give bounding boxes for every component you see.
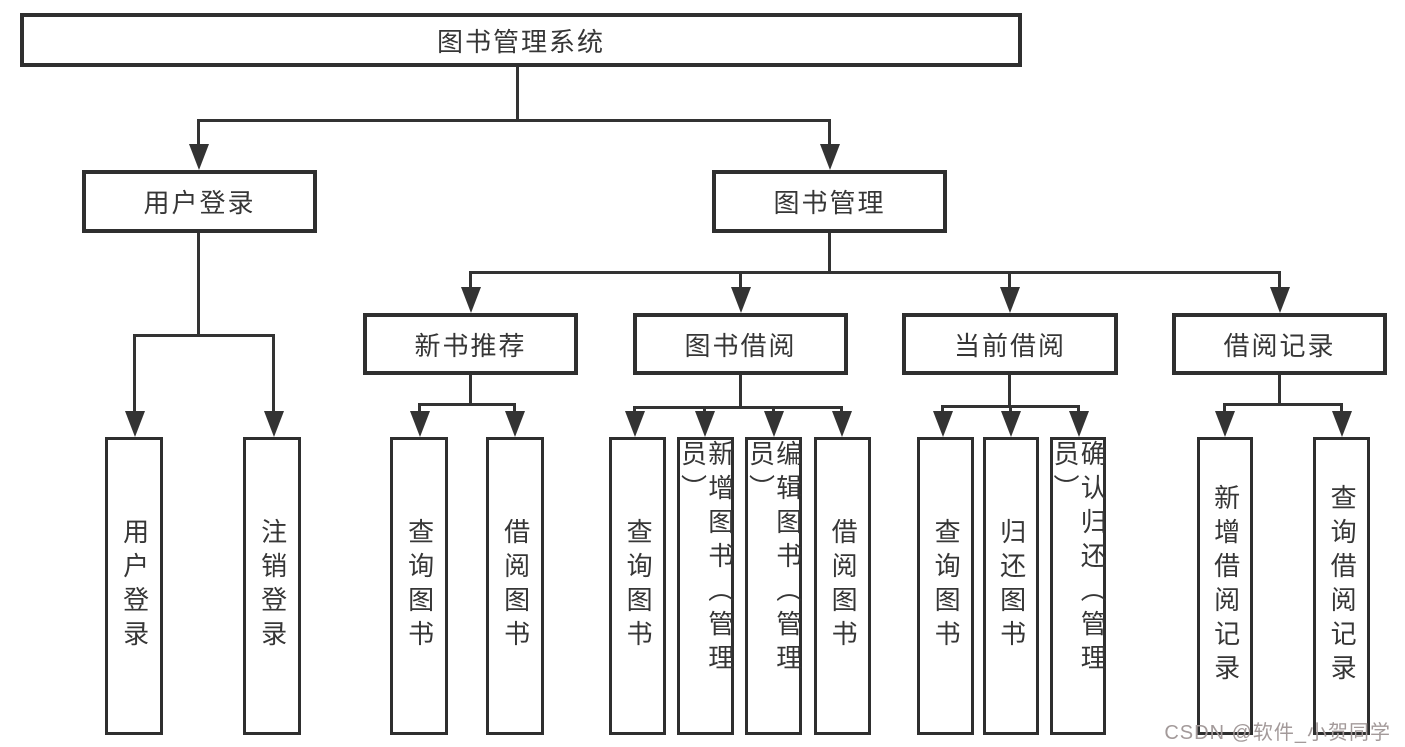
connector-stem [1008, 271, 1011, 291]
leaf-return-book: 归还图书 [983, 437, 1039, 735]
node-library-system: 图书管理系统 [20, 13, 1022, 67]
node-label: 图书管理 [773, 188, 886, 218]
node-user-login: 用户登录 [82, 170, 317, 233]
arrow-down-icon [189, 144, 209, 170]
connector-stem [1077, 405, 1080, 413]
arrow-down-icon [264, 411, 284, 437]
connector-stem [772, 406, 775, 413]
leaf-label: 用户登录 [119, 518, 150, 654]
arrow-down-icon [410, 411, 430, 437]
arrow-down-icon [1215, 411, 1235, 437]
leaf-add-book-admin: 新增图书（管理员） [677, 437, 735, 735]
connector-stem [1009, 405, 1012, 413]
connector-stem [1223, 403, 1226, 413]
node-label: 图书管理系统 [436, 26, 605, 57]
node-label: 借阅记录 [1223, 330, 1336, 361]
connector-stem [1278, 271, 1281, 291]
leaf-confirm-return-admin: 确认归还（管理员） [1050, 437, 1108, 735]
node-borrow-records: 借阅记录 [1172, 313, 1387, 375]
leaf-label: 新增图书（管理员） [677, 440, 735, 678]
connector-stem [633, 406, 636, 413]
node-book-borrow: 图书借阅 [633, 313, 848, 375]
connector-stem [840, 406, 843, 413]
connector-stem [469, 375, 472, 406]
leaf-label: 查询借阅记录 [1327, 484, 1358, 688]
connector-stem-user-login [197, 119, 200, 147]
node-book-management: 图书管理 [712, 170, 947, 233]
arrow-down-icon [461, 287, 481, 313]
connector-stem [272, 334, 275, 413]
connector-root-stem [516, 67, 519, 120]
connector-user-login-stem [197, 233, 200, 337]
arrow-down-icon [731, 287, 751, 313]
node-label: 图书借阅 [684, 330, 797, 361]
connector-stem [739, 271, 742, 291]
connector-user-login-bus [133, 334, 275, 337]
leaf-borrow-book: 借阅图书 [814, 437, 871, 735]
leaf-label: 查询图书 [623, 518, 654, 654]
connector-stem [1008, 375, 1011, 408]
arrow-down-icon [764, 411, 784, 437]
node-label: 用户登录 [143, 188, 256, 218]
connector-bus [418, 403, 516, 406]
leaf-query-borrow-record: 查询借阅记录 [1313, 437, 1370, 735]
node-new-book-recommend: 新书推荐 [363, 313, 578, 375]
leaf-query-book-recommend: 查询图书 [390, 437, 448, 735]
connector-stem [469, 271, 472, 291]
node-current-borrow: 当前借阅 [902, 313, 1118, 375]
connector-level3-bus [469, 271, 1281, 274]
connector-bus [1223, 403, 1343, 406]
leaf-label: 借阅图书 [500, 518, 531, 654]
leaf-label: 确认归还（管理员） [1050, 440, 1108, 678]
arrow-down-icon [505, 411, 525, 437]
leaf-label: 查询图书 [404, 518, 435, 654]
connector-bus [633, 406, 843, 409]
leaf-label: 新增借阅记录 [1210, 484, 1241, 688]
arrow-down-icon [625, 411, 645, 437]
leaf-edit-book-admin: 编辑图书（管理员） [745, 437, 803, 735]
arrow-down-icon [832, 411, 852, 437]
arrow-down-icon [933, 411, 953, 437]
leaf-label: 编辑图书（管理员） [745, 440, 803, 678]
leaf-add-borrow-record: 新增借阅记录 [1197, 437, 1253, 735]
leaf-label: 借阅图书 [828, 518, 859, 654]
connector-stem [703, 406, 706, 413]
connector-stem [941, 405, 944, 413]
leaf-label: 查询图书 [931, 518, 962, 654]
connector-stem [1278, 375, 1281, 406]
connector-book-management-stem [828, 233, 831, 274]
leaf-query-book-borrow: 查询图书 [609, 437, 666, 735]
connector-stem [739, 375, 742, 409]
connector-stem [513, 403, 516, 413]
arrow-down-icon [820, 144, 840, 170]
arrow-down-icon [1270, 287, 1290, 313]
leaf-logout: 注销登录 [243, 437, 301, 735]
arrow-down-icon [1001, 411, 1021, 437]
arrow-down-icon [1332, 411, 1352, 437]
arrow-down-icon [1000, 287, 1020, 313]
arrow-down-icon [695, 411, 715, 437]
arrow-down-icon [125, 411, 145, 437]
connector-stem [1340, 403, 1343, 413]
node-label: 新书推荐 [414, 330, 527, 361]
leaf-user-login: 用户登录 [105, 437, 163, 735]
connector-stem [418, 403, 421, 413]
connector-stem [133, 334, 136, 413]
leaf-label: 注销登录 [257, 518, 288, 654]
csdn-watermark: CSDN @软件_小贺同学 [1164, 722, 1391, 744]
connector-stem-book-management [828, 119, 831, 147]
leaf-label: 归还图书 [996, 518, 1027, 654]
arrow-down-icon [1069, 411, 1089, 437]
node-label: 当前借阅 [953, 330, 1066, 361]
leaf-query-book-current: 查询图书 [917, 437, 974, 735]
leaf-borrow-book-recommend: 借阅图书 [486, 437, 544, 735]
connector-level1-bus [197, 119, 831, 122]
